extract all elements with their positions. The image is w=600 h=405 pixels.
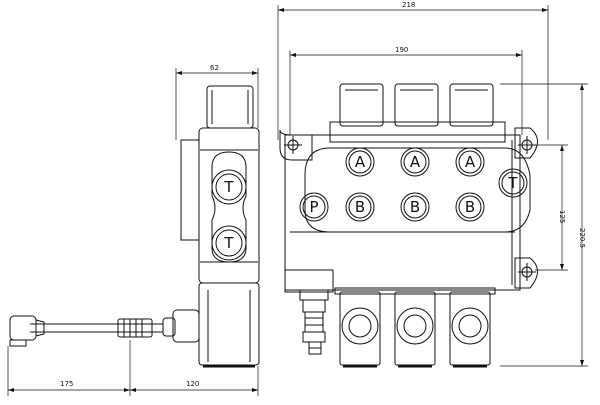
dim-lever-offset: 120 bbox=[186, 380, 199, 388]
dim-mount-spacing: 125 bbox=[558, 210, 566, 223]
port-b1-ring bbox=[345, 192, 375, 222]
port-a1-ring bbox=[345, 147, 375, 177]
port-b3-label: B bbox=[465, 198, 475, 216]
port-a2-ring bbox=[400, 147, 430, 177]
dim-overall-height: 220.5 bbox=[578, 228, 586, 248]
port-t-right-label: T bbox=[507, 174, 518, 192]
side-view bbox=[9, 85, 260, 368]
front-view bbox=[279, 83, 538, 368]
dim-side-width: 62 bbox=[210, 64, 219, 72]
port-a2-label: A bbox=[410, 153, 421, 171]
dim-body-width: 190 bbox=[395, 46, 408, 54]
dim-overall-width: 218 bbox=[402, 1, 415, 9]
port-p-ring bbox=[299, 192, 329, 222]
port-a3-label: A bbox=[465, 153, 476, 171]
port-a1-label: A bbox=[355, 153, 366, 171]
port-t-side-top-ring bbox=[211, 169, 247, 205]
port-t-side-bottom-label: T bbox=[223, 234, 234, 252]
dimension-lines bbox=[7, 5, 588, 396]
port-t-side-top-label: T bbox=[223, 178, 234, 196]
port-b1-label: B bbox=[355, 198, 365, 216]
port-b3-ring bbox=[455, 192, 485, 222]
port-b2-ring bbox=[400, 192, 430, 222]
port-b2-label: B bbox=[410, 198, 420, 216]
port-t-side-bottom-ring bbox=[211, 225, 247, 261]
port-a3-ring bbox=[455, 147, 485, 177]
port-p-label: P bbox=[309, 198, 318, 216]
port-t-right-ring bbox=[498, 168, 528, 198]
dim-lever-length: 175 bbox=[60, 380, 73, 388]
